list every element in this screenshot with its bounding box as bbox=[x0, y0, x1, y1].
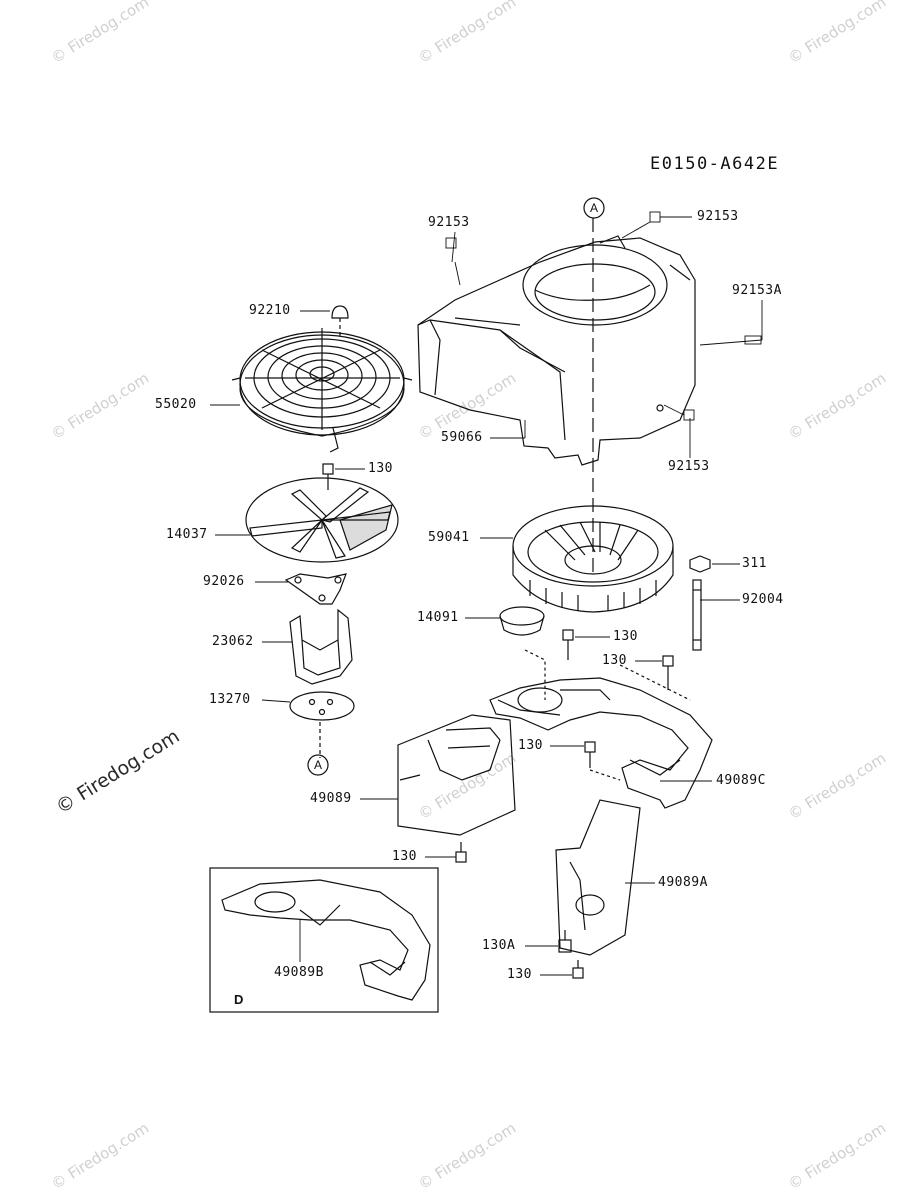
part-label-92210: 92210 bbox=[249, 303, 291, 318]
marker-a-top bbox=[583, 197, 605, 219]
part-label-130: 130 bbox=[368, 461, 393, 476]
baffle-49089 bbox=[397, 714, 516, 836]
marker-a-bottom bbox=[307, 754, 329, 776]
part-label-130: 130 bbox=[518, 738, 543, 753]
stud-92004 bbox=[692, 579, 702, 651]
leader-lines bbox=[210, 211, 763, 976]
part-label-92153a: 92153A bbox=[732, 283, 782, 298]
blower-housing-59066 bbox=[417, 235, 696, 466]
part-label-49089b: 49089B bbox=[274, 965, 324, 980]
marker-a-bottom-label: A bbox=[314, 758, 323, 772]
inset-d-box bbox=[209, 867, 439, 1013]
part-label-130: 130 bbox=[613, 629, 638, 644]
fan-guard-55020 bbox=[231, 328, 413, 453]
part-label-130a: 130A bbox=[482, 938, 516, 953]
nut-311 bbox=[689, 555, 711, 573]
part-label-92153: 92153 bbox=[668, 459, 710, 474]
part-label-92004: 92004 bbox=[742, 592, 784, 607]
part-label-49089c: 49089C bbox=[716, 773, 766, 788]
part-label-14091: 14091 bbox=[417, 610, 459, 625]
part-label-92026: 92026 bbox=[203, 574, 245, 589]
part-label-92153: 92153 bbox=[697, 209, 739, 224]
screen-14037 bbox=[245, 477, 399, 563]
flywheel-59041 bbox=[512, 505, 674, 613]
part-label-59041: 59041 bbox=[428, 530, 470, 545]
baffle-49089b bbox=[221, 879, 431, 1001]
baffle-49089c bbox=[489, 677, 713, 809]
part-label-130: 130 bbox=[392, 849, 417, 864]
plate-13270 bbox=[289, 691, 355, 721]
baffle-49089a bbox=[555, 799, 641, 956]
diagram-code: E0150-A642E bbox=[650, 154, 780, 174]
inset-d-label: D bbox=[234, 992, 244, 1007]
part-label-23062: 23062 bbox=[212, 634, 254, 649]
part-label-130: 130 bbox=[507, 967, 532, 982]
part-label-59066: 59066 bbox=[441, 430, 483, 445]
cap-nut-92210 bbox=[331, 305, 349, 319]
part-label-49089a: 49089A bbox=[658, 875, 708, 890]
bolt-130a bbox=[558, 930, 572, 953]
part-label-92153: 92153 bbox=[428, 215, 470, 230]
cup-14091 bbox=[499, 606, 545, 636]
part-label-13270: 13270 bbox=[209, 692, 251, 707]
bolt-130 bbox=[455, 629, 674, 979]
plate-92026 bbox=[284, 573, 347, 605]
part-label-311: 311 bbox=[742, 556, 767, 571]
part-label-130: 130 bbox=[602, 653, 627, 668]
marker-a-top-label: A bbox=[590, 201, 599, 215]
part-label-55020: 55020 bbox=[155, 397, 197, 412]
bracket-23062 bbox=[289, 608, 353, 685]
part-label-49089: 49089 bbox=[310, 791, 352, 806]
part-label-14037: 14037 bbox=[166, 527, 208, 542]
bolt-130 bbox=[322, 463, 334, 475]
